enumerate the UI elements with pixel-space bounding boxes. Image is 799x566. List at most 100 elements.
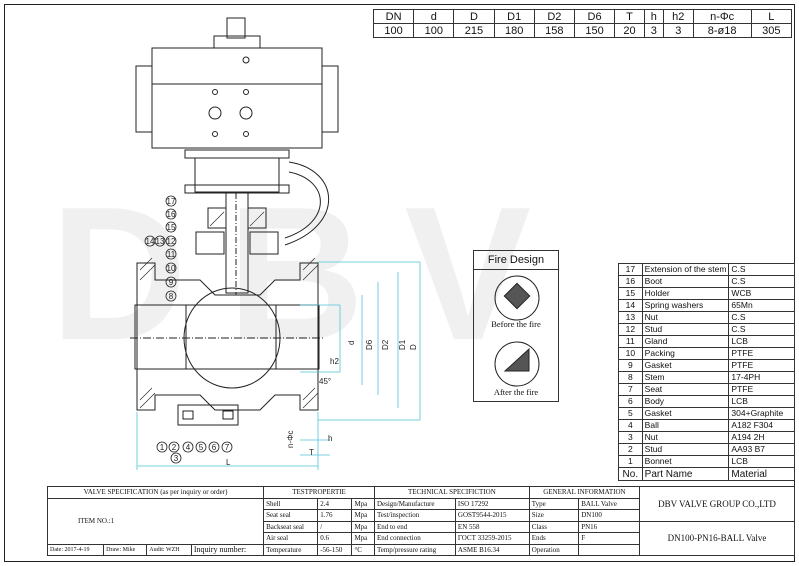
part-material: C.S [728, 275, 795, 288]
part-number: 7 [618, 383, 643, 396]
test-value: -56-150 [317, 543, 353, 556]
part-name: Gasket [641, 407, 730, 420]
callout-label: 8 [169, 292, 174, 301]
drawn-by: Draw: Mike [103, 543, 148, 556]
after-fire-label: After the fire [493, 387, 539, 397]
parts-header-mat: Material [728, 467, 795, 481]
callout-label: 9 [169, 278, 174, 287]
callout-label: 7 [225, 443, 230, 452]
gen-name: Size [528, 509, 580, 522]
test-name: Air seal [263, 532, 319, 545]
dim-label-t: T [309, 448, 314, 457]
general-header: GENERAL INFORMATION [528, 486, 641, 499]
callout-label: 15 [167, 223, 176, 232]
part-number: 8 [618, 371, 643, 384]
dimension-table: DN d D D1 D2 D6 T h h2 n-Φc L 100 100 21… [372, 9, 793, 38]
test-header: TESTPROPERTIE [263, 486, 375, 499]
dim-value: 100 [413, 23, 455, 38]
part-material: LCB [728, 455, 795, 468]
dim-label-d1: D1 [398, 339, 407, 350]
callout-label: 5 [199, 443, 204, 452]
test-value: 0.6 [317, 532, 353, 545]
part-number: 4 [618, 419, 643, 432]
bottom-callouts: 1 2 3 4 5 6 7 [156, 441, 233, 464]
tech-value: ISO 17292 [454, 497, 530, 510]
part-name: Gland [641, 335, 730, 348]
dim-value: 305 [750, 23, 793, 38]
part-number: 15 [618, 287, 643, 300]
part-number: 3 [618, 431, 643, 444]
dim-label-nc: n-Φc [286, 431, 295, 449]
part-material: A194 2H [728, 431, 795, 444]
part-number: 1 [618, 455, 643, 468]
part-material: C.S [728, 311, 795, 324]
part-name: Boot [641, 275, 730, 288]
dim-label-d2: D2 [381, 339, 390, 350]
callout-label: 4 [186, 443, 191, 452]
drawing-date: Date: 2017-4-19 [46, 543, 105, 556]
part-material: PTFE [728, 347, 795, 360]
tech-value: EN 558 [454, 520, 530, 533]
dim-header: T [614, 9, 645, 24]
part-material: 304+Graphite [728, 407, 795, 420]
part-material: 65Mn [728, 299, 795, 312]
tech-value: ГОСТ 33259-2015 [454, 532, 530, 545]
callout-label: 12 [167, 237, 176, 246]
dim-label-h: h [328, 434, 332, 443]
test-name: Seat seal [263, 509, 319, 522]
part-number: 14 [618, 299, 643, 312]
tech-name: Temp/pressure rating [373, 543, 456, 556]
dim-header: h2 [662, 9, 694, 24]
part-callouts: 17 16 15 14 13 12 11 10 9 8 [144, 195, 177, 302]
company-name: DBV VALVE GROUP CO.,LTD [639, 486, 795, 522]
dim-label-big-d: D [409, 344, 418, 350]
callout-label: 11 [167, 250, 176, 259]
gen-name: Operation [528, 543, 580, 556]
part-number: 12 [618, 323, 643, 336]
part-name: Body [641, 395, 730, 408]
drawing-frame [4, 4, 795, 562]
fire-design-panel: Fire Design Before the fire After the fi… [473, 250, 559, 402]
part-material: LCB [728, 335, 795, 348]
part-name: Gasket [641, 359, 730, 372]
test-value: 2.4 [317, 497, 353, 510]
test-unit: Mpa [351, 497, 375, 510]
part-material: A182 F304 [728, 419, 795, 432]
part-name: Bonnet [641, 455, 730, 468]
dimension-value-row: 100 100 215 180 158 150 20 3 3 8-ø18 305 [372, 23, 793, 38]
part-material: 17-4PH [728, 371, 795, 384]
part-number: 11 [618, 335, 643, 348]
audited-by: Audit: WZH [146, 543, 192, 556]
dim-header: h [643, 9, 664, 24]
callout-label: 17 [167, 197, 176, 206]
dim-label-l: L [226, 458, 231, 467]
test-name: Shell [263, 497, 319, 510]
title-block: VALVE SPECIFICATION (as per inquiry or o… [46, 486, 795, 556]
gen-name: Type [528, 497, 580, 510]
part-number: 16 [618, 275, 643, 288]
callout-label: 6 [212, 443, 217, 452]
part-material: WCB [728, 287, 795, 300]
test-unit: Mpa [351, 509, 375, 522]
gen-value [578, 543, 641, 556]
item-number: ITEM NO.:1 [46, 497, 265, 545]
dim-header: D2 [533, 9, 575, 24]
test-unit: °C [351, 543, 375, 556]
part-name: Packing [641, 347, 730, 360]
dim-header: L [750, 9, 793, 24]
gen-value: F [578, 532, 641, 545]
part-name: Seat [641, 383, 730, 396]
